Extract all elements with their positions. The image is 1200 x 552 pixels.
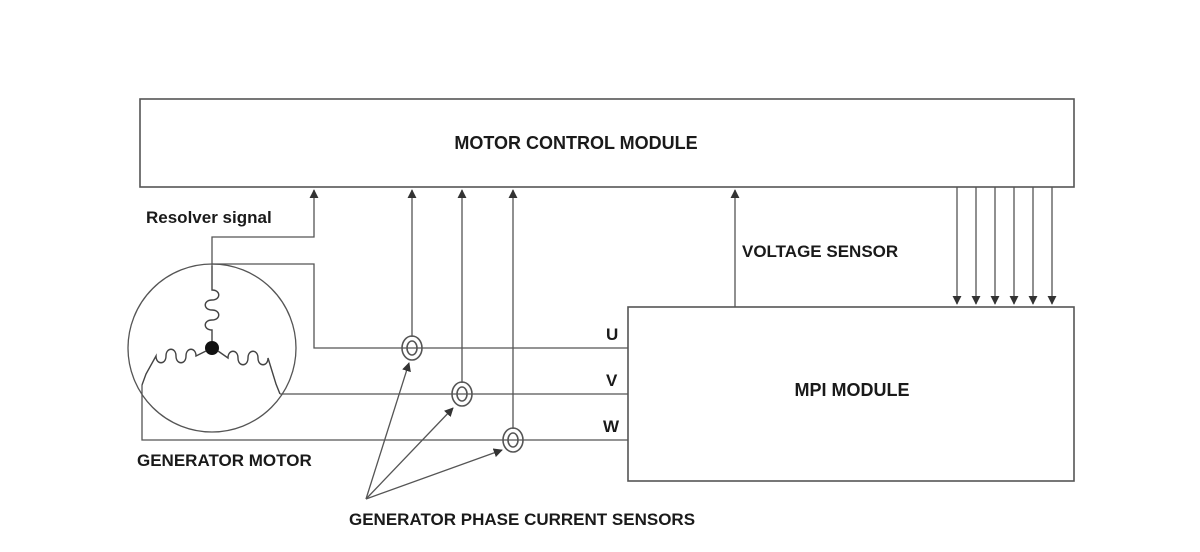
mpi-module-box: [627, 306, 1075, 482]
current-sensor-u: [401, 335, 423, 361]
mpi-module-label: MPI MODULE: [795, 380, 910, 400]
motor-control-module-box: [139, 98, 1075, 188]
winding-right-coil: [217, 350, 281, 395]
phase-sensor-leader-arrows: [365, 362, 503, 500]
winding-left-coil: [141, 348, 207, 386]
current-sensor-w: [502, 427, 524, 453]
phase-w-wire: [141, 385, 628, 441]
motor-control-module-label: MOTOR CONTROL MODULE: [454, 133, 697, 153]
current-sensor-v: [451, 381, 473, 407]
winding-top-coil: [204, 266, 220, 341]
generator-motor-label: GENERATOR MOTOR: [137, 451, 312, 470]
resolver-signal-label: Resolver signal: [146, 208, 272, 227]
generator-motor-symbol: [127, 263, 297, 433]
phase-u-label: U: [606, 325, 618, 344]
voltage-sensor-label: VOLTAGE SENSOR: [742, 242, 898, 261]
phase-v-label: V: [606, 371, 618, 390]
control-signal-lines: [952, 187, 1057, 305]
resolver-signal-wire: [211, 189, 319, 266]
phase-w-label: W: [603, 417, 620, 436]
phase-u-wire: [212, 263, 628, 349]
phase-current-sensors-label: GENERATOR PHASE CURRENT SENSORS: [349, 510, 695, 529]
star-point: [205, 341, 219, 355]
